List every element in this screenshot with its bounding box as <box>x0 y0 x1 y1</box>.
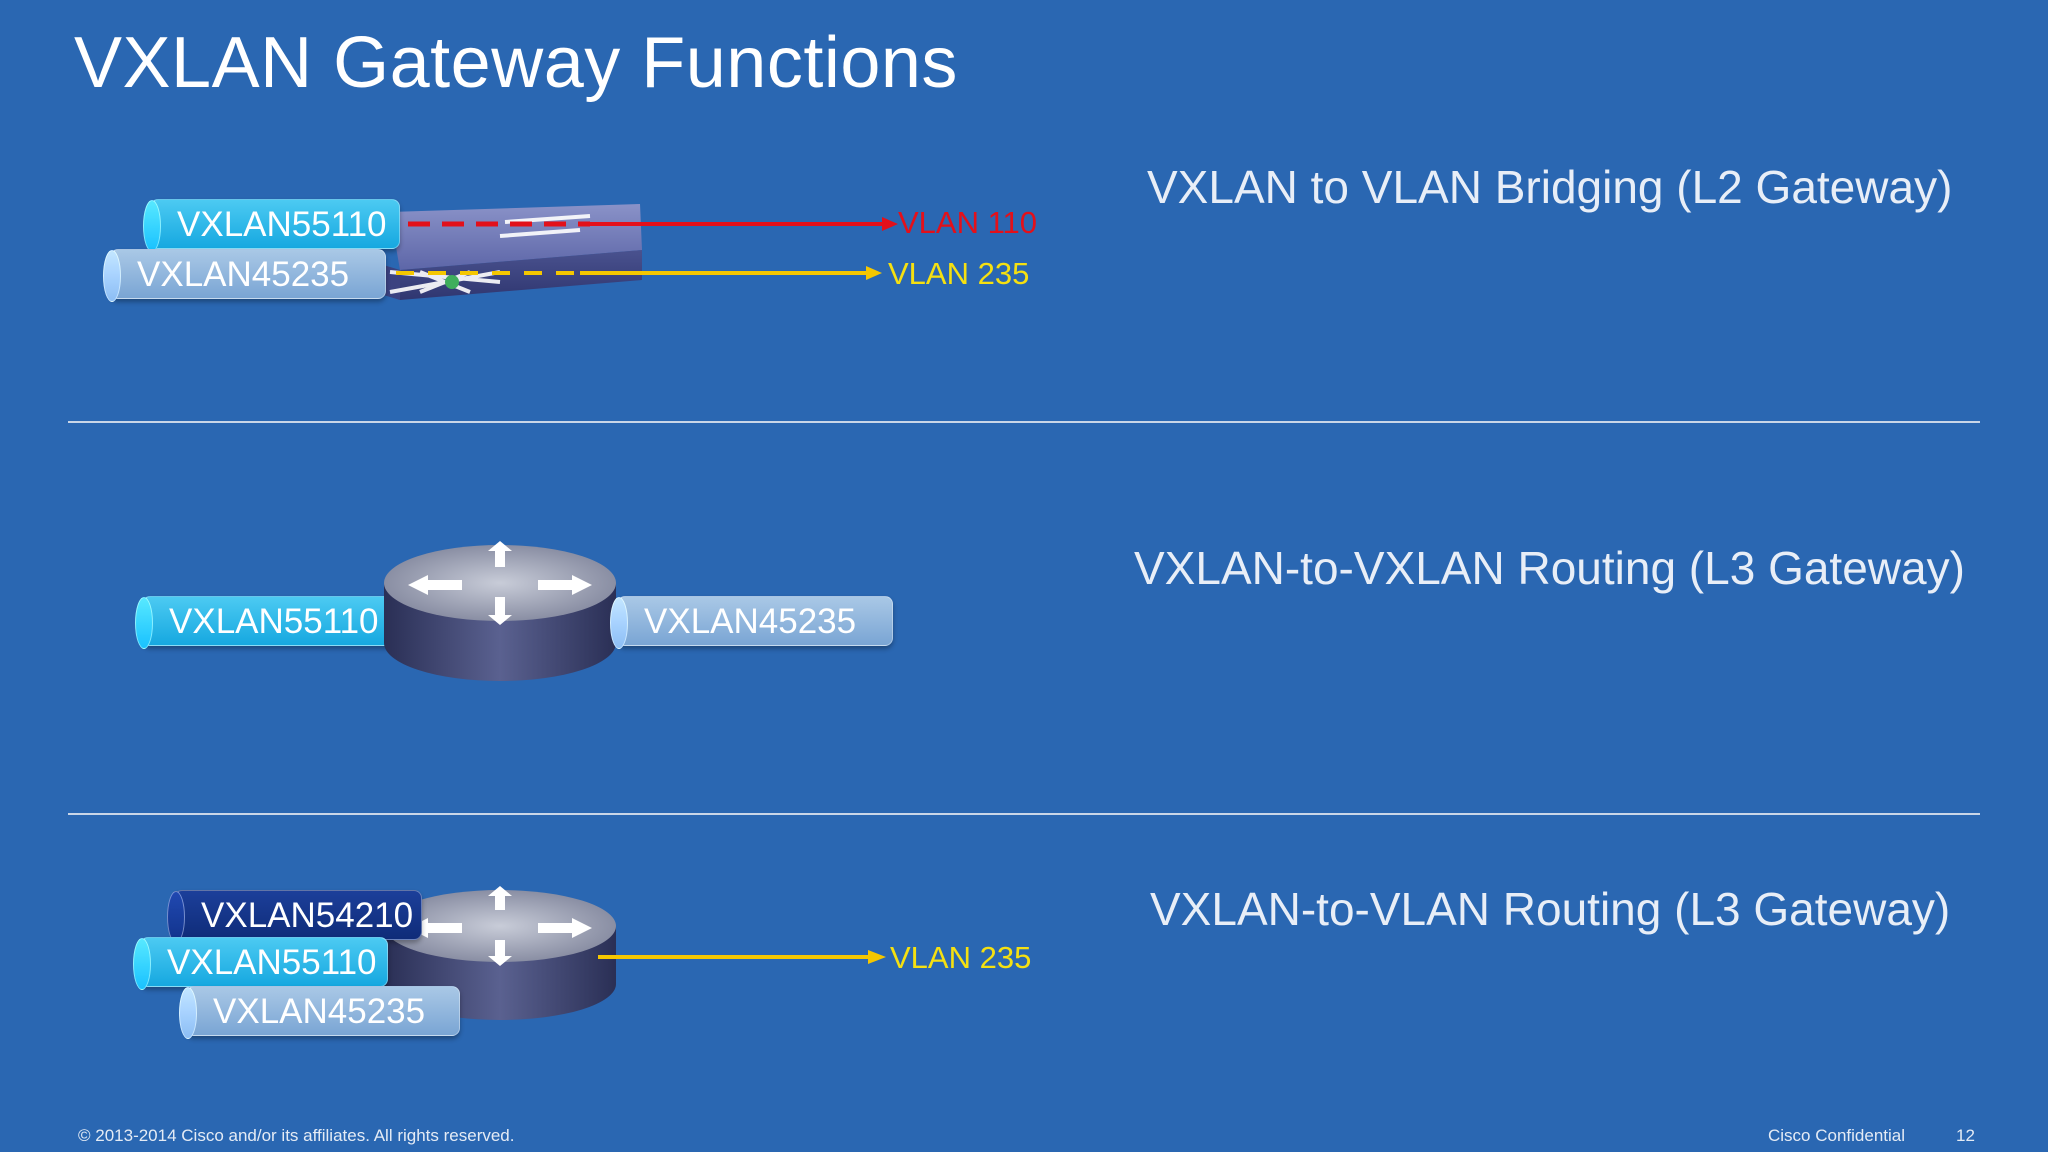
vxlan-pill-l3-45235: VXLAN45235 <box>617 596 893 646</box>
section-divider-2 <box>68 813 1980 815</box>
section-label-l2-bridging: VXLAN to VLAN Bridging (L2 Gateway) <box>1147 161 1953 213</box>
vxlan-pill-l3v-54210: VXLAN54210 <box>174 890 422 940</box>
vxlan-pill-l2-45235: VXLAN45235 <box>110 249 386 299</box>
vxlan-pill-l3v-45235: VXLAN45235 <box>186 986 460 1036</box>
router-icon <box>384 541 616 681</box>
slide-title: VXLAN Gateway Functions <box>74 23 958 103</box>
vlan-110-arrowhead <box>882 217 898 231</box>
footer-confidential: Cisco Confidential <box>1768 1126 1906 1145</box>
vlan-label-110: VLAN 110 <box>898 205 1038 240</box>
vxlan-pill-l3-55110: VXLAN55110 <box>142 596 398 646</box>
section-label-l3-vxlan-routing: VXLAN-to-VXLAN Routing (L3 Gateway) <box>1134 542 1965 594</box>
footer-copyright: © 2013-2014 Cisco and/or its affiliates.… <box>78 1126 515 1145</box>
footer-page-number: 12 <box>1956 1126 1975 1145</box>
section-divider-1 <box>68 421 1980 423</box>
vlan-label-235-routed: VLAN 235 <box>890 940 1032 975</box>
vxlan-pill-l3v-55110: VXLAN55110 <box>140 937 388 987</box>
section-label-l3-vlan-routing: VXLAN-to-VLAN Routing (L3 Gateway) <box>1150 883 1951 935</box>
vlan-235-arrowhead <box>866 266 882 280</box>
vlan-label-235: VLAN 235 <box>888 256 1030 291</box>
vlan-235-routed-arrowhead <box>868 950 886 964</box>
